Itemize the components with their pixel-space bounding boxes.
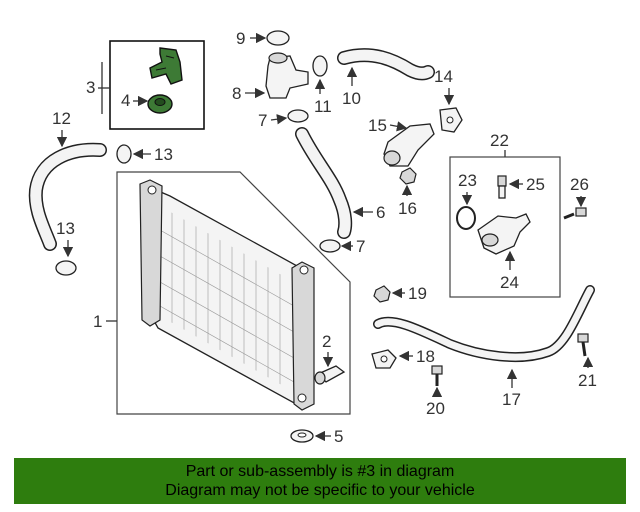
water-outlet-part-15 [383,123,435,167]
callout-8: 8 [232,84,241,103]
callout-17: 17 [502,390,521,409]
clamp-part-13-upper [116,144,132,164]
callout-22: 22 [490,131,509,150]
washer-part-5 [290,429,314,443]
callout-7-lower: 7 [356,237,365,256]
gasket-part-18 [371,349,397,369]
callout-7-upper: 7 [258,111,267,130]
hose-part-12 [28,142,107,251]
drain-plug-part-2 [314,365,346,385]
callout-21: 21 [578,371,597,390]
callout-2: 2 [322,332,331,351]
callout-9: 9 [236,29,245,48]
callout-13-upper: 13 [154,145,173,164]
callout-11: 11 [314,97,332,116]
nut-part-16 [399,167,417,185]
parts-diagram: 3 4 [28,29,597,446]
upper-hose-part-10 [337,48,435,81]
callout-25: 25 [526,175,545,194]
callout-6: 6 [376,203,385,222]
callout-5: 5 [334,427,343,446]
callout-13-lower: 13 [56,219,75,238]
radiator-core-fins [160,206,294,386]
thermostat-housing-part-24 [477,213,531,255]
radiator-cap-part-9 [266,30,290,46]
callout-12: 12 [52,109,71,128]
grommet-part-4 [147,94,173,114]
callout-26: 26 [570,175,589,194]
o-ring-part-23 [456,206,476,230]
callout-20: 20 [426,399,445,418]
callout-24: 24 [500,273,519,292]
highlight-box-part-3[interactable] [109,40,205,130]
bracket-part-3 [149,47,183,85]
callout-18: 18 [416,347,435,366]
info-banner: Part or sub-assembly is #3 in diagram Di… [14,458,626,504]
callout-23: 23 [458,171,477,190]
bolt-part-20 [431,365,443,386]
callout-3: 3 [86,78,95,97]
callout-15: 15 [368,116,387,135]
clamp-part-7-lower [319,239,341,253]
callout-1: 1 [93,312,102,331]
radiator-part-1 [116,171,351,415]
banner-line-1: Part or sub-assembly is #3 in diagram [185,463,455,480]
clamp-part-13-lower [55,260,77,276]
bolt-part-21 [577,333,589,357]
lower-hose-part-6 [295,127,353,239]
sensor-housing-part-14 [439,107,463,133]
banner-line-2: Diagram may not be specific to your vehi… [165,482,475,499]
callout-4: 4 [121,91,130,110]
clamp-part-11 [312,55,328,77]
clamp-part-7-upper [287,109,309,123]
pipe-part-17 [373,285,595,363]
callout-10: 10 [342,89,361,108]
nut-part-19 [373,285,391,303]
bolt-part-26 [563,207,587,220]
callout-16: 16 [398,199,417,218]
filler-neck-part-8 [265,52,309,99]
temp-sensor-part-25 [497,175,507,199]
callout-19: 19 [408,284,427,303]
callout-14: 14 [434,67,453,86]
